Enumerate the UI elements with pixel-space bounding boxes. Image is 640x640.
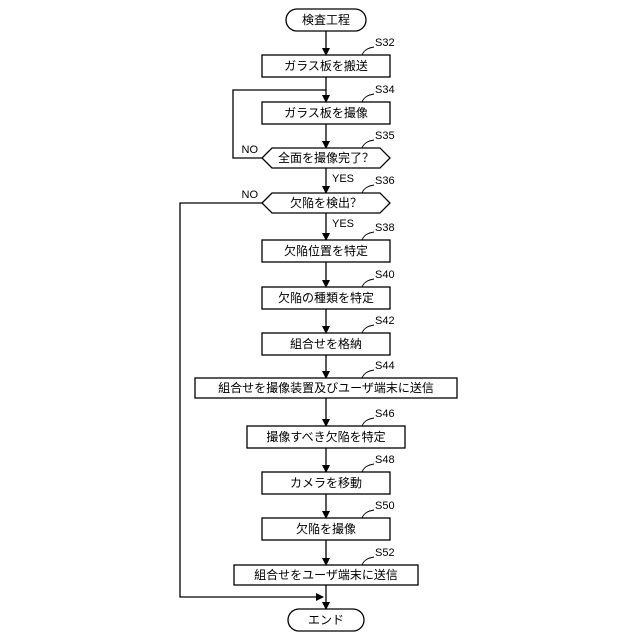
step-id-s34: S34 — [375, 84, 395, 96]
s36-no-label: NO — [242, 189, 259, 201]
s35-yes-label: YES — [332, 173, 354, 185]
step-leader-s44 — [362, 370, 374, 378]
decision-s35: 全面を撮像完了？ S35 — [262, 130, 395, 168]
s35-no-label: NO — [242, 144, 259, 156]
start-label: 検査工程 — [302, 12, 350, 27]
step-leader-s40 — [362, 279, 374, 287]
step-leader-s52 — [362, 557, 374, 565]
process-box-s38: 欠陥位置を特定 S38 — [262, 222, 395, 262]
step-id-s40: S40 — [375, 269, 395, 281]
process-box-s48: カメラを移動 S48 — [262, 454, 395, 494]
start-terminal: 検査工程 — [286, 9, 366, 31]
process-box-s50: 欠陥を撮像 S50 — [262, 500, 395, 540]
step-id-s52: S52 — [375, 547, 395, 559]
process-text-s52: 組合せをユーザ端末に送信 — [254, 567, 398, 582]
step-leader-s46 — [362, 418, 374, 426]
step-leader-s42 — [362, 325, 374, 333]
process-text-s32: ガラス板を搬送 — [284, 58, 368, 73]
step-id-s46: S46 — [375, 408, 395, 420]
end-label: エンド — [308, 613, 344, 627]
process-box-s40: 欠陥の種類を特定 S40 — [262, 269, 395, 309]
s36-yes-label: YES — [332, 218, 354, 230]
step-id-s50: S50 — [375, 500, 395, 512]
process-text-s48: カメラを移動 — [290, 476, 362, 490]
decision-s36: 欠陥を検出？ S36 — [262, 175, 395, 213]
step-id-s48: S48 — [375, 454, 395, 466]
decision-text-s36: 欠陥を検出？ — [290, 195, 362, 210]
step-id-s38: S38 — [375, 222, 395, 234]
step-leader-s38 — [362, 232, 374, 240]
step-leader-s32 — [362, 47, 374, 55]
process-text-s42: 組合せを格納 — [290, 336, 362, 351]
step-leader-s35 — [362, 140, 374, 148]
process-text-s38: 欠陥位置を特定 — [284, 243, 368, 258]
step-id-s36: S36 — [375, 175, 395, 187]
step-leader-s36 — [362, 185, 374, 193]
process-text-s40: 欠陥の種類を特定 — [278, 290, 374, 305]
process-box-s42: 組合せを格納 S42 — [262, 315, 395, 355]
step-id-s42: S42 — [375, 315, 395, 327]
process-text-s50: 欠陥を撮像 — [296, 521, 356, 536]
step-leader-s50 — [362, 510, 374, 518]
step-id-s32: S32 — [375, 37, 395, 49]
step-id-s35: S35 — [375, 130, 395, 142]
process-text-s34: ガラス板を撮像 — [284, 106, 368, 120]
step-leader-s48 — [362, 464, 374, 472]
process-box-s32: ガラス板を搬送 S32 — [262, 37, 395, 77]
step-leader-s34 — [362, 94, 374, 102]
step-id-s44: S44 — [375, 360, 395, 372]
process-text-s46: 撮像すべき欠陥を特定 — [266, 429, 385, 444]
decision-text-s35: 全面を撮像完了？ — [278, 150, 374, 165]
end-terminal: エンド — [288, 609, 364, 631]
process-text-s44: 組合せを撮像装置及びユーザ端末に送信 — [218, 380, 434, 395]
